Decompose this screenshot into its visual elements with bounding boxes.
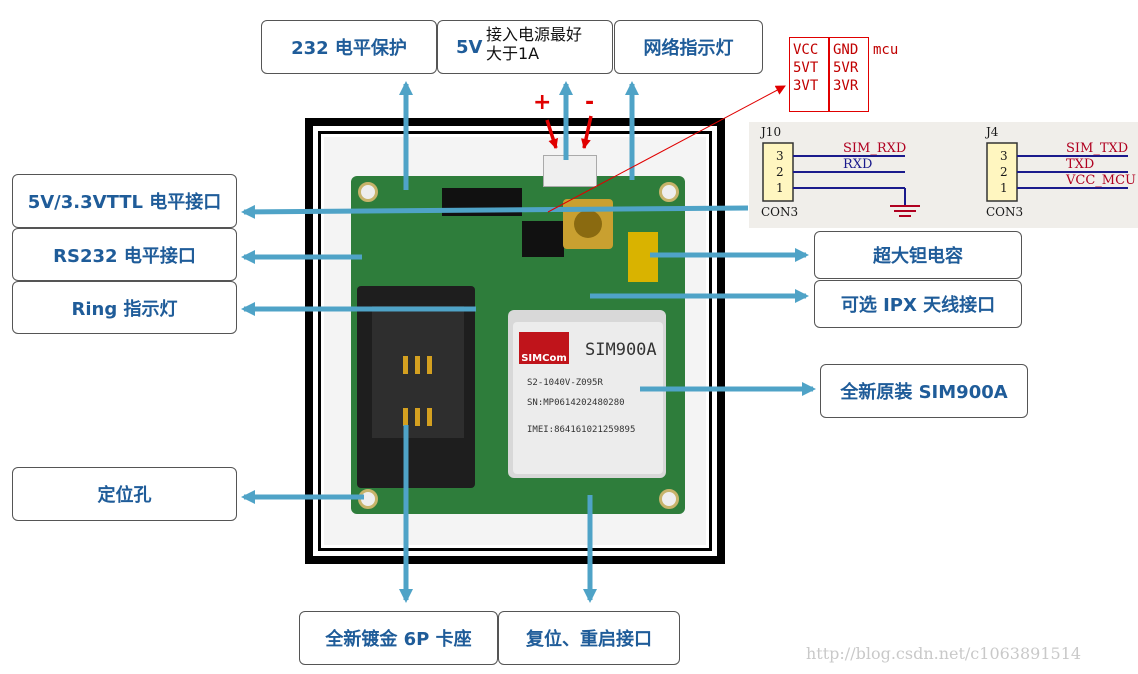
label-power: 5V 接入电源最好 大于1A bbox=[437, 20, 613, 74]
label-mounting-hole: 定位孔 bbox=[12, 467, 237, 521]
label-ttl-interface: 5V/3.3VTTL 电平接口 bbox=[12, 174, 237, 228]
watermark: http://blog.csdn.net/c1063891514 bbox=[806, 644, 1081, 663]
label-rs232-interface: RS232 电平接口 bbox=[12, 228, 237, 281]
label-sim900a: 全新原装 SIM900A bbox=[820, 364, 1028, 418]
label-232-protect: 232 电平保护 bbox=[261, 20, 437, 74]
minus-sign: - bbox=[585, 94, 594, 112]
label-power-note-2: 大于1A bbox=[486, 45, 539, 63]
label-ipx-antenna: 可选 IPX 天线接口 bbox=[814, 280, 1022, 328]
label-power-5v: 5V bbox=[456, 37, 482, 58]
label-net-led: 网络指示灯 bbox=[614, 20, 763, 74]
label-reset-interface: 复位、重启接口 bbox=[498, 611, 680, 665]
label-ring-led: Ring 指示灯 bbox=[12, 281, 237, 334]
plus-sign: + bbox=[533, 94, 551, 112]
label-power-note-1: 接入电源最好 bbox=[486, 26, 582, 44]
label-tantalum-cap: 超大钽电容 bbox=[814, 231, 1022, 279]
label-sim-card-seat: 全新镀金 6P 卡座 bbox=[299, 611, 498, 665]
